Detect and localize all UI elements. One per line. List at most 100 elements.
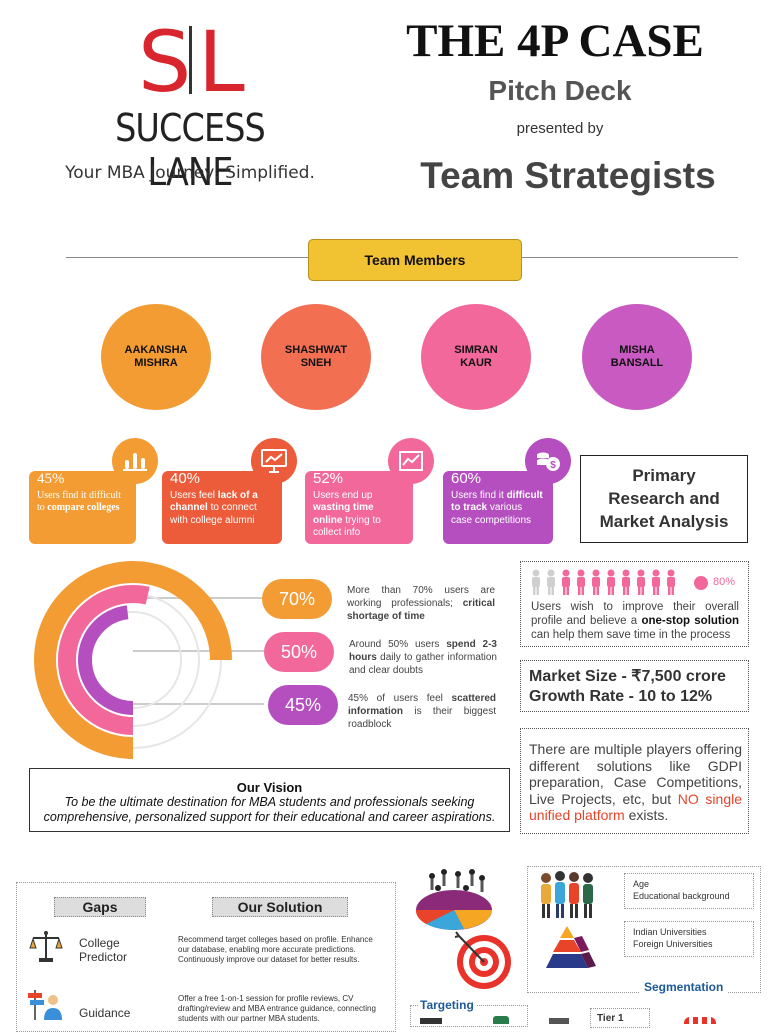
- players-highlight: NO single unified platform: [529, 790, 743, 824]
- member-name-line1: SHASHWAT: [284, 344, 348, 356]
- team-name: Team Strategists: [420, 155, 716, 196]
- gap-label-line2: Predictor: [79, 950, 128, 964]
- market-size: Market Size - ₹7,500 crore: [529, 668, 726, 685]
- gap-label: Guidance: [79, 1006, 130, 1020]
- member-name-line2: SNEH: [300, 357, 332, 369]
- vision-title: Our Vision: [236, 780, 303, 795]
- presented-by: presented by: [516, 120, 604, 137]
- logo-divider: [189, 26, 192, 94]
- person-figure: [637, 569, 645, 595]
- primary-research-box: Primary Research and Market Analysis: [580, 455, 748, 543]
- vision-box: Our Vision To be the ultimate destinatio…: [29, 768, 510, 832]
- primary-research-line2: Research and: [608, 489, 720, 508]
- people-stat-post: can help them save time in the process: [531, 629, 731, 641]
- gaps-heading: Gaps: [54, 897, 146, 917]
- stat-desc-text: 45% of users feel: [348, 693, 452, 704]
- divider-left: [66, 257, 308, 258]
- person-figure: [652, 569, 660, 595]
- person-figure: [562, 569, 570, 595]
- stat-desc-text: More than 70% users are working professi…: [347, 585, 495, 609]
- primary-research-line1: Primary: [632, 466, 696, 485]
- segmentation-item: Indian Universities: [633, 927, 707, 937]
- stat-description: Around 50% users spend 2-3 hours daily t…: [349, 638, 497, 677]
- stat-card: 52% Users end up wasting time online try…: [305, 471, 413, 544]
- page-subtitle: Pitch Deck: [488, 75, 632, 106]
- stat-card-percent: 52%: [313, 470, 344, 487]
- person-figure: [667, 569, 675, 595]
- stat-card-percent: 45%: [37, 471, 65, 487]
- crowd-pie-icon: [412, 866, 496, 936]
- bottom-icon-partial: [420, 1018, 442, 1024]
- stat-desc-post: daily to gather information and clear do…: [349, 652, 497, 676]
- chart-arc: [58, 585, 150, 735]
- pyramid-icon: [536, 924, 598, 972]
- brand-name: SUCCESS LANE: [115, 106, 266, 194]
- segmentation-universities-box: Indian Universities Foreign Universities: [624, 921, 754, 957]
- chart-arc: [34, 561, 232, 759]
- segmentation-item: Educational background: [633, 891, 730, 901]
- stat-desc-text: Around 50% users: [349, 639, 447, 650]
- vision-body: To be the ultimate destination for MBA s…: [43, 795, 496, 824]
- segmentation-item: Foreign Universities: [633, 939, 713, 949]
- players-box: There are multiple players offering diff…: [520, 728, 749, 834]
- primary-research-line3: Market Analysis: [599, 512, 729, 531]
- stat-desc-post: is their biggest roadblock: [348, 706, 496, 730]
- coins-icon: $: [525, 438, 571, 484]
- stat-card-text-post: various case competitions: [451, 502, 532, 526]
- logo-mark: S L: [138, 13, 246, 111]
- member-name-line1: SIMRAN: [454, 344, 498, 356]
- divider-right: [520, 257, 738, 258]
- stat-card-bold: compare colleges: [47, 502, 120, 513]
- page-title: THE 4P CASE: [406, 15, 704, 67]
- players-text: There are multiple players offering diff…: [529, 741, 742, 807]
- stat-card: 60% Users find it difficult to track var…: [443, 471, 553, 544]
- segmentation-criteria-box: Age Educational background: [624, 873, 754, 909]
- solution-heading: Our Solution: [212, 897, 348, 917]
- stat-card-text: Users feel: [170, 489, 218, 501]
- signpost-person-icon: [28, 988, 64, 1022]
- member-name-line1: MISHA: [619, 344, 655, 356]
- tier-label: Tier 1: [597, 1013, 624, 1024]
- person-figure: [592, 569, 600, 595]
- tier-box: Tier 1: [590, 1008, 650, 1028]
- stat-card-percent: 60%: [451, 470, 482, 487]
- stat-card-bold: lack of a channel: [170, 489, 258, 514]
- people-group-icon: [536, 868, 600, 920]
- bottom-icon-partial: [493, 1016, 509, 1024]
- stat-pill: 50%: [264, 632, 334, 672]
- stat-description: 45% of users feel scattered information …: [348, 692, 496, 731]
- gap-label-line1: Guidance: [79, 1006, 131, 1020]
- person-figure: [547, 569, 555, 595]
- people-stat-percent: 80%: [713, 576, 736, 588]
- person-figure: [532, 569, 540, 595]
- stat-desc-bold: scattered information: [348, 693, 496, 717]
- store-awning-icon: [684, 1017, 716, 1024]
- bottom-icon-partial: [549, 1018, 569, 1024]
- players-text-post: exists.: [624, 807, 669, 823]
- legend-dot: [694, 576, 708, 590]
- chart-arc: [78, 605, 134, 715]
- member-name-line2: KAUR: [460, 357, 492, 369]
- solution-text: Offer a free 1-on-1 session for profile …: [178, 994, 376, 1023]
- stat-pill: 70%: [262, 579, 332, 619]
- stat-card: 40% Users feel lack of a channel to conn…: [162, 471, 282, 544]
- team-members-label: Team Members: [308, 239, 522, 281]
- growth-rate: Growth Rate - 10 to 12%: [529, 688, 713, 705]
- line-graph-icon: [388, 438, 434, 484]
- solution-text: Recommend target colleges based on profi…: [178, 935, 373, 964]
- person-figure: [577, 569, 585, 595]
- stat-pill: 45%: [268, 685, 338, 725]
- gap-label-line1: College: [79, 936, 120, 950]
- member-name-line2: BANSALL: [610, 357, 664, 369]
- segmentation-item: Age: [633, 879, 650, 889]
- target-icon: [454, 930, 514, 990]
- member-name-line2: MISHRA: [134, 357, 178, 369]
- stat-card-text-post: to connect with college alumni: [170, 502, 257, 526]
- people-stat-bold: one-stop solution: [641, 615, 739, 627]
- stat-description: More than 70% users are working professi…: [347, 584, 495, 623]
- svg-text:$: $: [550, 460, 556, 471]
- logo-initial-s: S: [138, 13, 192, 111]
